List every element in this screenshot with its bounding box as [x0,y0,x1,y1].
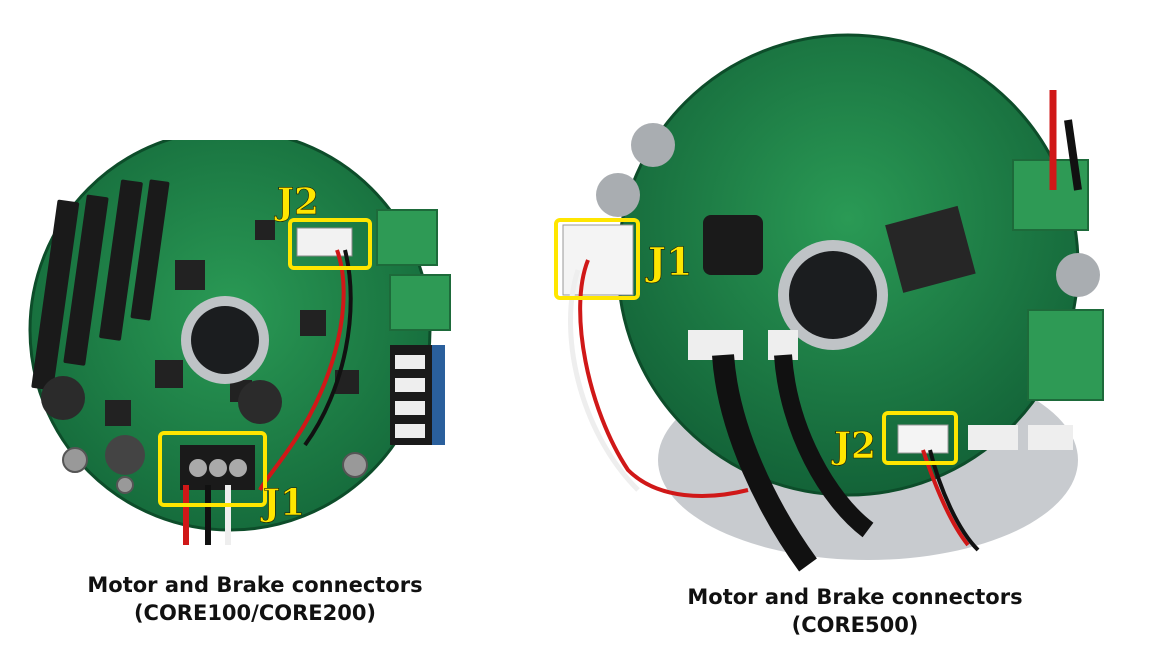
capacitors [41,376,282,475]
j1-highlight-box [158,431,267,507]
left-caption-model: (CORE100/CORE200) [133,601,377,625]
right-j1-label: J1 [645,239,692,284]
core500-board-photo: J1 J2 [548,30,1128,575]
left-j1-label: J1 [260,482,305,524]
j2-highlight-box [882,411,958,465]
terminal-blocks [376,209,451,331]
j1-highlight-box [554,218,640,300]
core100-core200-board-photo: J2 J1 [15,140,470,550]
left-caption: Motor and Brake connectors (CORE100/CORE… [60,571,450,627]
j2-highlight-box [288,218,372,270]
left-j2-label: J2 [274,181,319,223]
mcu-chip [885,205,976,293]
capacitors [596,123,1100,297]
pin-headers [31,179,170,391]
right-caption: Motor and Brake connectors (CORE500) [655,583,1055,639]
right-connector [390,345,445,445]
right-j2-label: J2 [831,425,876,467]
left-caption-title: Motor and Brake connectors [87,573,423,597]
right-caption-title: Motor and Brake connectors [687,585,1023,609]
right-caption-model: (CORE500) [791,613,919,637]
